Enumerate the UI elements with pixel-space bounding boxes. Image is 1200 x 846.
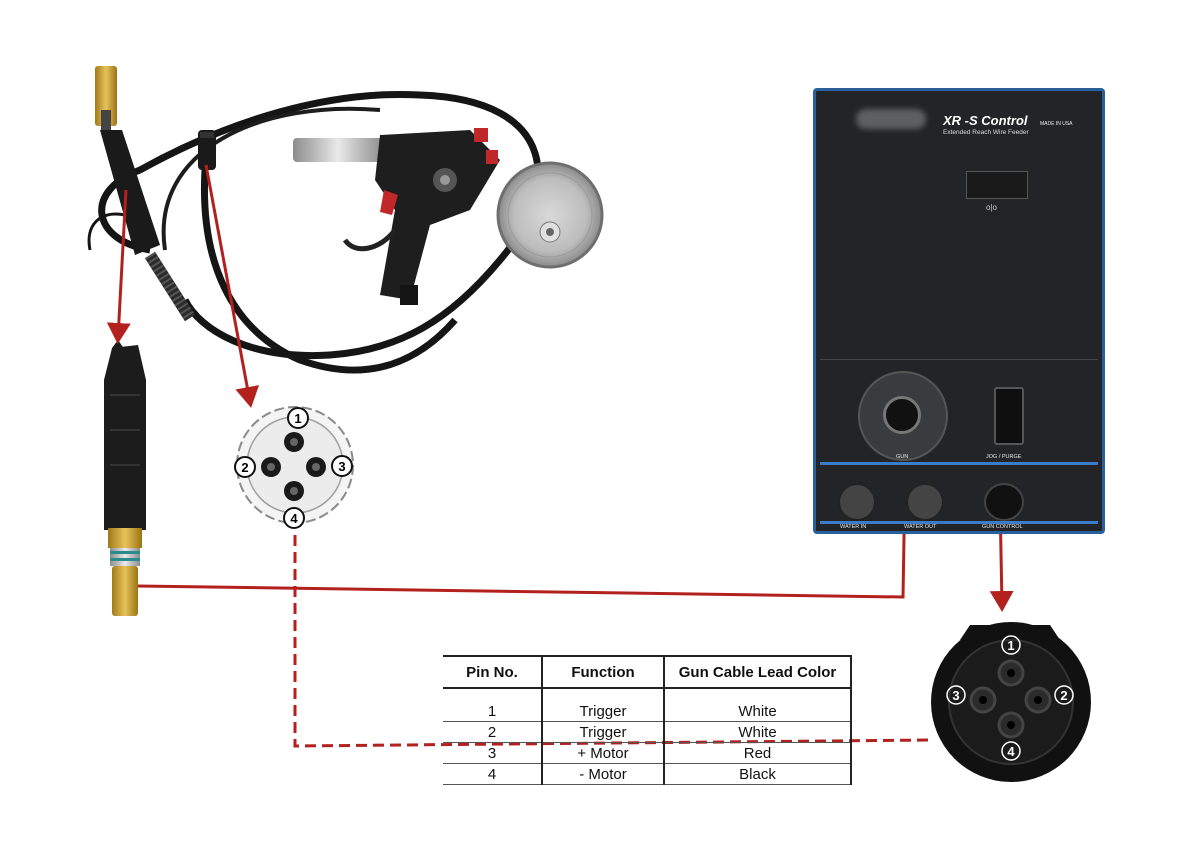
blue-band-top: [820, 462, 1098, 465]
gun-control-connector: 1 2 3 4: [234, 406, 354, 529]
table-row: 2 Trigger White: [443, 721, 851, 743]
feeder-pin-2-socket: [1024, 686, 1052, 714]
cell-pin: 2: [443, 721, 542, 743]
gun-pin-3-socket: [306, 457, 326, 477]
wire-feeder-panel: XR -S Control Extended Reach Wire Feeder…: [813, 88, 1105, 534]
feeder-pin-label-1: 1: [1007, 638, 1014, 653]
table-row: 4 - Motor Black: [443, 763, 851, 785]
cell-color: White: [663, 721, 851, 743]
feeder-pin-3-socket: [969, 686, 997, 714]
water-out-port: [906, 483, 944, 521]
header-function: Function: [541, 656, 664, 689]
brand-logo: [856, 109, 926, 129]
gun-pin-label-2: 2: [241, 460, 248, 475]
feeder-pin-label-4: 4: [1007, 744, 1015, 759]
arrow-control-plug-to-connector: [204, 164, 260, 408]
gun-pin-label-4: 4: [290, 511, 298, 526]
cell-function: - Motor: [541, 763, 664, 785]
pin-table: Pin No. Function Gun Cable Lead Color 1 …: [443, 655, 852, 785]
panel-divider: [820, 359, 1098, 360]
header-lead-color: Gun Cable Lead Color: [663, 656, 851, 689]
pin-table-header: Pin No. Function Gun Cable Lead Color: [443, 656, 851, 689]
feeder-subtitle: Extended Reach Wire Feeder: [943, 129, 1029, 136]
gun-pin-label-1: 1: [294, 411, 301, 426]
gun-control-label: GUN CONTROL: [982, 524, 1023, 530]
table-row: 3 + Motor Red: [443, 742, 851, 764]
spool-gun-image: [87, 66, 604, 374]
display-window: [966, 171, 1028, 199]
arrow-power-pin-to-plug: [106, 189, 131, 344]
gun-control-port: [984, 483, 1024, 521]
table-spacer: [443, 688, 851, 701]
water-out-label: WATER OUT: [904, 524, 937, 530]
gun-power-plug-image: [104, 340, 146, 616]
blue-band-bottom: [820, 521, 1098, 524]
cell-function: + Motor: [541, 742, 664, 764]
cell-color: Red: [663, 742, 851, 764]
gun-pin-label-3: 3: [338, 459, 345, 474]
water-in-label: WATER IN: [840, 524, 867, 530]
table-row: 1 Trigger White: [443, 701, 851, 722]
gun-pin-2-socket: [261, 457, 281, 477]
feeder-title: XR -S Control: [943, 113, 1028, 128]
cell-pin: 4: [443, 763, 542, 785]
feeder-pin-4-socket: [997, 711, 1025, 739]
gun-pin-1-socket: [284, 432, 304, 452]
made-in-badge: MADE IN USA: [1040, 121, 1073, 127]
header-pin-no: Pin No.: [443, 656, 542, 689]
gun-pin-4-socket: [284, 481, 304, 501]
cell-function: Trigger: [541, 701, 664, 722]
cell-pin: 1: [443, 701, 542, 722]
cell-function: Trigger: [541, 721, 664, 743]
jog-purge-label: JOG / PURGE: [986, 454, 1022, 460]
feeder-pin-label-3: 3: [952, 688, 959, 703]
cell-pin: 3: [443, 742, 542, 764]
water-in-port: [838, 483, 876, 521]
switch-symbol: o|o: [986, 203, 997, 212]
gun-connection-socket: [858, 371, 948, 461]
jog-purge-switch[interactable]: [994, 387, 1024, 445]
cell-color: White: [663, 701, 851, 722]
feeder-pin-1-socket: [997, 659, 1025, 687]
feeder-pin-label-2: 2: [1060, 688, 1067, 703]
cell-color: Black: [663, 763, 851, 785]
feeder-control-connector: 1 2 3 4: [931, 622, 1091, 782]
gun-label: GUN: [896, 454, 909, 460]
